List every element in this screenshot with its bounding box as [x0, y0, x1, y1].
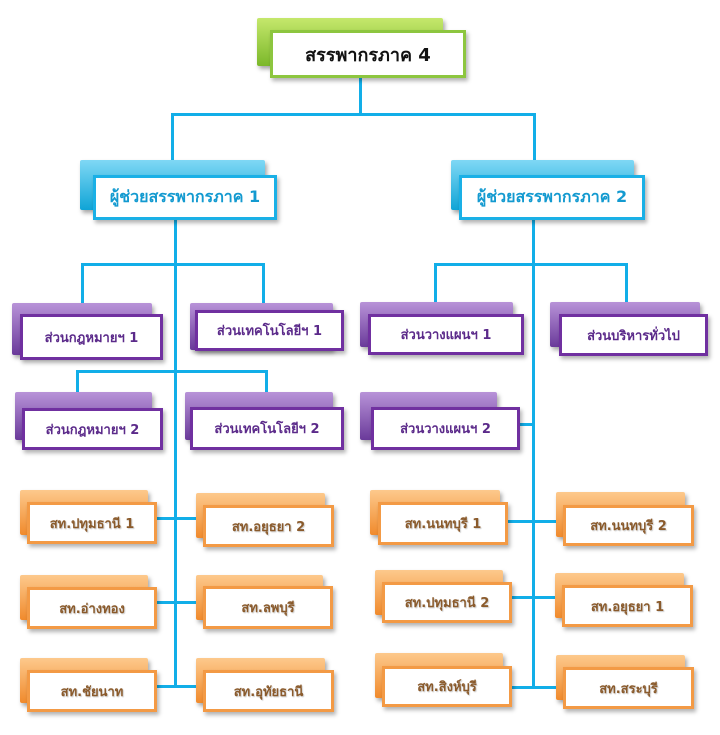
connector	[174, 218, 177, 688]
node-label: ส่วนกฎหมายฯ 1	[20, 314, 163, 360]
connector	[512, 686, 564, 689]
node-label: สท.สระบุรี	[563, 667, 694, 709]
connector	[359, 78, 362, 116]
node-label: ผู้ช่วยสรรพากรภาค 1	[93, 175, 277, 220]
connector	[532, 218, 535, 688]
connector	[625, 263, 628, 305]
node-label: สท.อุทัยธานี	[203, 670, 334, 712]
connector	[76, 370, 268, 373]
connector	[171, 113, 536, 116]
connector	[434, 263, 628, 266]
connector	[157, 685, 203, 688]
connector	[533, 113, 536, 161]
node-label: สท.ปทุมธานี 1	[27, 502, 157, 544]
connector	[171, 113, 174, 161]
node-label: สท.นนทบุรี 2	[563, 505, 694, 546]
node-label: ส่วนวางแผนฯ 2	[371, 407, 520, 450]
node-label: ส่วนเทคโนโลยีฯ 2	[190, 407, 344, 450]
connector	[157, 601, 203, 604]
connector	[512, 596, 564, 599]
node-label: สท.ชัยนาท	[27, 670, 157, 712]
node-label: สท.สิงห์บุรี	[382, 666, 512, 707]
node-label: ส่วนเทคโนโลยีฯ 1	[195, 310, 344, 351]
node-label: สท.ปทุมธานี 2	[382, 582, 512, 623]
connector	[81, 263, 84, 305]
node-label: สท.อยุธยา 1	[562, 585, 693, 627]
node-label: ส่วนกฎหมายฯ 2	[22, 408, 163, 450]
node-label: สท.อ่างทอง	[27, 587, 157, 629]
connector	[157, 517, 203, 520]
node-label: ส่วนบริหารทั่วไป	[559, 314, 708, 356]
connector	[434, 263, 437, 305]
node-label: ผู้ช่วยสรรพากรภาค 2	[459, 175, 645, 220]
node-label: สท.ลพบุรี	[203, 586, 333, 629]
node-label: สรรพากรภาค 4	[270, 30, 466, 78]
node-label: สท.นนทบุรี 1	[378, 502, 508, 545]
connector	[508, 520, 564, 523]
connector	[262, 263, 265, 305]
node-label: สท.อยุธยา 2	[203, 505, 334, 547]
node-label: ส่วนวางแผนฯ 1	[368, 314, 524, 355]
connector	[76, 370, 79, 394]
connector	[518, 423, 534, 426]
connector	[81, 263, 265, 266]
connector	[265, 370, 268, 394]
